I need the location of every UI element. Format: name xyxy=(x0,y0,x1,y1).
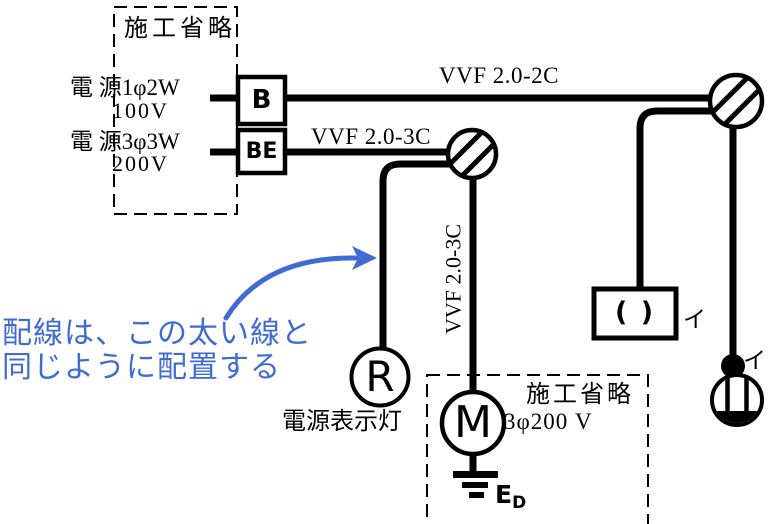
pendant-circuit-label: イ xyxy=(743,348,766,373)
cable-label-vvf-3c: VVF 2.0-3C xyxy=(311,124,432,149)
ground-label-d: D xyxy=(512,493,527,513)
ceiling-box-circuit-label: イ xyxy=(683,307,706,332)
omitted-section-box-motor xyxy=(426,374,649,524)
ceiling-light-box xyxy=(591,286,679,341)
wire-branch-to-ceiling-box xyxy=(636,107,720,291)
wire-pilot-lamp-drop xyxy=(379,160,458,351)
source-panel-title: 施工省略 xyxy=(124,16,236,42)
ground-symbol xyxy=(453,471,498,498)
annotation-line2: 同じように配置する xyxy=(2,350,281,385)
pendant-dot xyxy=(721,354,745,378)
vvf-joint-box-top-icon xyxy=(707,72,765,130)
source2-voltage: 200V xyxy=(112,151,169,176)
motor-circle xyxy=(439,389,507,457)
motor-spec: 3φ200 V xyxy=(504,409,593,434)
ground-label-e: E xyxy=(495,480,513,509)
pilot-lamp-letter: R xyxy=(365,351,395,401)
breaker-b-box xyxy=(235,74,288,127)
breaker-be-box xyxy=(235,127,288,176)
breaker-be-label: BE xyxy=(245,138,278,164)
motor-letter: M xyxy=(454,396,492,448)
source2-label: 電 源3φ3W xyxy=(70,129,180,154)
breaker-b-label: B xyxy=(251,84,272,115)
ceiling-light-box-symbol: ( ) xyxy=(614,297,656,329)
pilot-lamp-circle xyxy=(349,346,411,408)
cable-label-vvf-3c-vertical: VVF 2.0-3C xyxy=(440,223,466,335)
pendant-lamp-icon xyxy=(710,354,764,427)
source1-voltage: 100V xyxy=(112,98,169,123)
annotation-arrow xyxy=(223,246,377,321)
vvf-joint-box-mid-icon xyxy=(445,127,499,181)
annotation-line1: 配線は、この太い線と xyxy=(2,316,312,351)
source1-label: 電 源1φ2W xyxy=(70,75,180,100)
ground-label: ED xyxy=(495,480,526,512)
motor-panel-title: 施工省略 xyxy=(526,382,634,408)
pilot-lamp-caption: 電源表示灯 xyxy=(282,409,402,435)
cable-label-vvf-2c: VVF 2.0-2C xyxy=(439,63,560,88)
